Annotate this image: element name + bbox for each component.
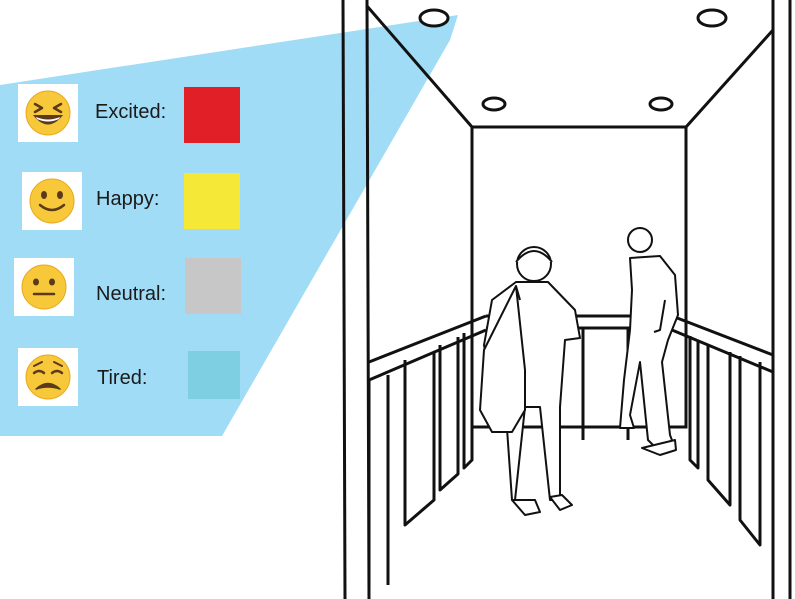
label-happy: Happy: (96, 188, 160, 210)
standing-person (619, 227, 679, 456)
laughing-face-icon (18, 84, 78, 142)
swatch-excited (184, 87, 240, 143)
neutral-face-icon (14, 258, 74, 316)
label-excited: Excited: (95, 101, 167, 123)
person-with-bag (479, 246, 581, 516)
swatch-happy (184, 173, 240, 229)
ceiling-light (696, 8, 728, 28)
ceiling-light (648, 96, 674, 112)
label-neutral: Neutral: (96, 283, 167, 305)
label-tired: Tired: (97, 367, 148, 389)
swatch-neutral (185, 258, 241, 314)
swatch-tired (188, 351, 240, 399)
ceiling-light (418, 8, 450, 28)
smiling-face-icon (22, 172, 82, 230)
ceiling-light (481, 96, 507, 112)
ceiling-lights (418, 8, 728, 112)
tired-face-icon (18, 348, 78, 406)
handrails (367, 314, 774, 590)
